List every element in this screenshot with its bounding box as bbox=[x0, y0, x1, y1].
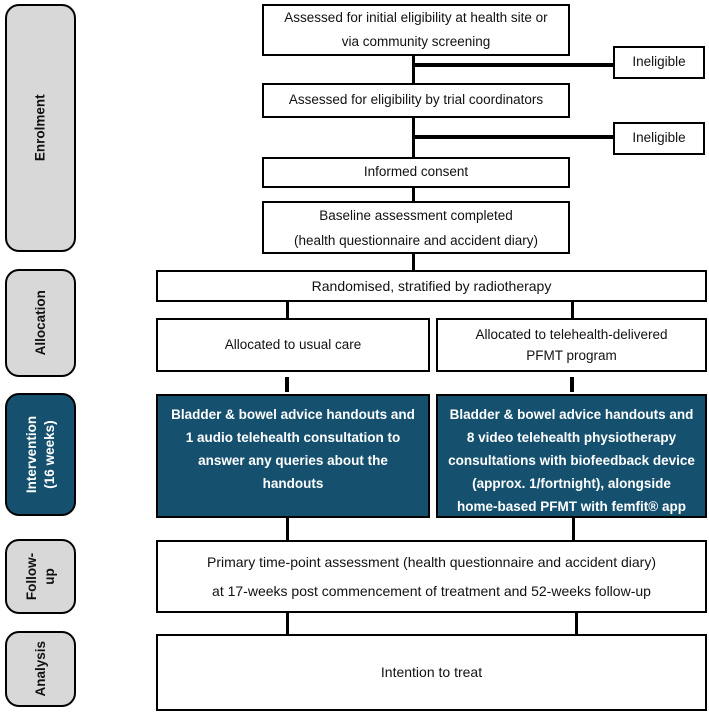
box-intention-to-treat: Intention to treat bbox=[156, 634, 707, 711]
connector-v-randomised-to-telehealth bbox=[571, 301, 574, 319]
stage-enrolment: Enrolment bbox=[5, 4, 76, 252]
connector-v-intervention-tele-to-primary bbox=[572, 518, 575, 540]
box-allocated-telehealth: Allocated to telehealth-delivered PFMT p… bbox=[436, 318, 707, 372]
connector-h-ineligible-1 bbox=[412, 63, 613, 67]
box-allocated-usual-care: Allocated to usual care bbox=[156, 318, 430, 372]
stage-intervention-label: Intervention (16 weeks) bbox=[23, 415, 57, 494]
stage-intervention: Intervention (16 weeks) bbox=[5, 393, 76, 516]
connector-v-telehealth-to-intervention bbox=[570, 377, 574, 392]
box-intervention-usual-care: Bladder & bowel advice handouts and 1 au… bbox=[156, 394, 430, 518]
box-ineligible-1: Ineligible bbox=[613, 46, 705, 79]
connector-h-ineligible-2 bbox=[412, 135, 613, 139]
box-assessed-initial-eligibility: Assessed for initial eligibility at heal… bbox=[262, 4, 570, 56]
connector-v-initial-to-coordinators bbox=[412, 56, 415, 84]
stage-analysis: Analysis bbox=[5, 631, 76, 707]
stage-analysis-label: Analysis bbox=[32, 641, 48, 697]
stage-followup-label: Follow- up bbox=[23, 552, 57, 601]
box-ineligible-2: Ineligible bbox=[613, 122, 705, 155]
stage-allocation: Allocation bbox=[5, 269, 76, 377]
connector-v-primary-to-intention-left bbox=[286, 613, 289, 634]
box-baseline-assessment: Baseline assessment completed (health qu… bbox=[262, 201, 570, 254]
connector-v-primary-to-intention-right bbox=[575, 613, 578, 634]
stage-followup: Follow- up bbox=[5, 539, 76, 614]
connector-v-usual-to-intervention bbox=[285, 377, 289, 392]
connector-v-randomised-to-usual bbox=[286, 301, 289, 319]
connector-v-baseline-to-randomised bbox=[412, 253, 415, 271]
box-primary-timepoint: Primary time-point assessment (health qu… bbox=[156, 540, 707, 613]
connector-v-intervention-usual-to-primary bbox=[286, 518, 289, 540]
box-intervention-telehealth: Bladder & bowel advice handouts and 8 vi… bbox=[436, 394, 707, 518]
box-informed-consent: Informed consent bbox=[262, 157, 570, 188]
stage-enrolment-label: Enrolment bbox=[32, 94, 48, 162]
connector-v-consent-to-baseline bbox=[412, 187, 415, 202]
stage-allocation-label: Allocation bbox=[32, 290, 48, 356]
box-randomised: Randomised, stratified by radiotherapy bbox=[156, 270, 707, 302]
box-assessed-trial-coordinators: Assessed for eligibility by trial coordi… bbox=[262, 83, 570, 118]
